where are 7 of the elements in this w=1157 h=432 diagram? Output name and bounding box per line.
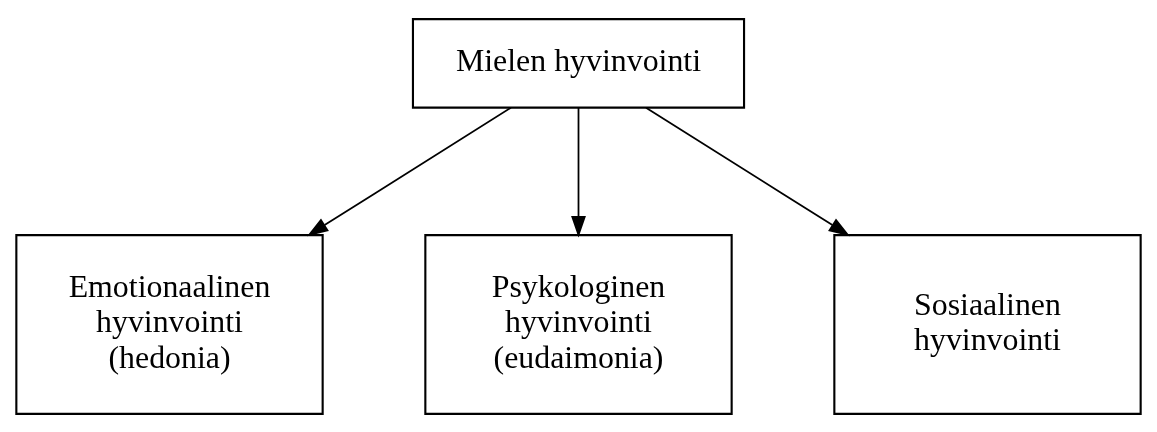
arrow	[645, 106, 850, 236]
node-box: Sosiaalinen hyvinvointi	[833, 233, 1142, 415]
arrow	[307, 106, 512, 236]
node-box: Mielen hyvinvointi	[411, 17, 746, 109]
node-box: Psykologinen hyvinvointi (eudaimonia)	[424, 233, 733, 415]
arrow	[571, 106, 586, 237]
node-box: Emotionaalinen hyvinvointi (hedonia)	[15, 233, 324, 415]
